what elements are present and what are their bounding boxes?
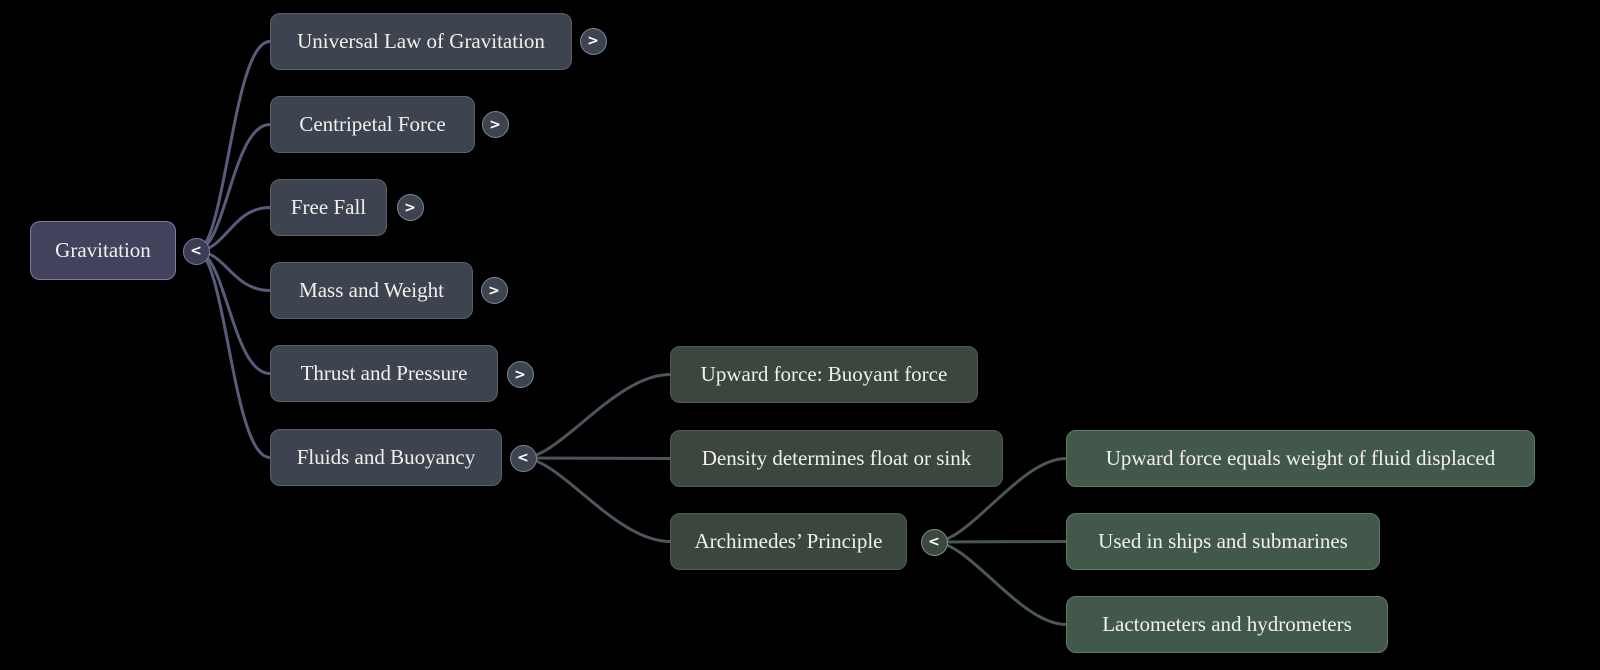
expand-button-centripetal-force[interactable]: > (481, 111, 509, 138)
edge-gravitation-centripetal (194, 123, 272, 253)
edge-fluids-upward-force (521, 373, 672, 460)
collapse-button-archimedes-principle[interactable]: < (920, 528, 948, 556)
node-label: Upward force: Buoyant force (700, 362, 948, 386)
node-universal-law-of-gravitation[interactable]: Universal Law of Gravitation (270, 13, 572, 70)
node-label: Density determines float or sink (701, 446, 972, 470)
node-label: Archimedes’ Principle (694, 529, 883, 553)
node-thrust-and-pressure[interactable]: Thrust and Pressure (270, 345, 498, 402)
node-label: Used in ships and submarines (1098, 529, 1348, 553)
node-label: Gravitation (55, 238, 151, 262)
node-mass-and-weight[interactable]: Mass and Weight (270, 262, 473, 319)
node-gravitation[interactable]: Gravitation (30, 221, 176, 280)
edge-fluids-density (521, 456, 672, 460)
edge-archimedes-ships (932, 540, 1068, 544)
node-upward-force-buoyant-force[interactable]: Upward force: Buoyant force (670, 346, 978, 403)
node-label: Free Fall (290, 195, 367, 219)
edge-gravitation-universal-law (194, 40, 272, 253)
collapse-button-gravitation[interactable]: < (182, 237, 210, 265)
node-fluids-and-buoyancy[interactable]: Fluids and Buoyancy (270, 429, 502, 486)
node-label: Thrust and Pressure (300, 361, 468, 385)
node-used-in-ships-and-submarines[interactable]: Used in ships and submarines (1066, 513, 1380, 570)
node-lactometers-and-hydrometers[interactable]: Lactometers and hydrometers (1066, 596, 1388, 653)
node-label: Fluids and Buoyancy (296, 445, 476, 469)
expand-button-mass-and-weight[interactable]: > (480, 277, 508, 304)
node-label: Lactometers and hydrometers (1102, 612, 1352, 636)
node-label: Centripetal Force (299, 112, 446, 136)
expand-button-free-fall[interactable]: > (396, 194, 424, 221)
edge-gravitation-thrust-pressure (194, 249, 272, 375)
node-free-fall[interactable]: Free Fall (270, 179, 387, 236)
node-upward-force-equals-weight-of-fluid-displaced[interactable]: Upward force equals weight of fluid disp… (1066, 430, 1535, 487)
node-label: Upward force equals weight of fluid disp… (1105, 446, 1496, 470)
expand-button-thrust-and-pressure[interactable]: > (506, 361, 534, 388)
collapse-button-fluids-and-buoyancy[interactable]: < (509, 444, 537, 472)
edge-archimedes-lactometers (932, 540, 1068, 626)
node-centripetal-force[interactable]: Centripetal Force (270, 96, 475, 153)
expand-button-universal-law[interactable]: > (579, 27, 607, 55)
node-label: Mass and Weight (299, 278, 444, 302)
node-archimedes-principle[interactable]: Archimedes’ Principle (670, 513, 907, 570)
edge-gravitation-fluids (194, 249, 272, 459)
node-label: Universal Law of Gravitation (297, 29, 545, 53)
node-density-determines-float-or-sink[interactable]: Density determines float or sink (670, 430, 1003, 487)
edge-fluids-archimedes (521, 456, 672, 543)
